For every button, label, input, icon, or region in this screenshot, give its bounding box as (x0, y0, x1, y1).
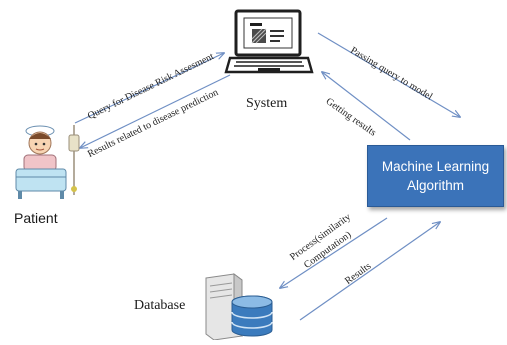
arrow-results (299, 222, 440, 321)
machine-learning-label: Machine Learning Algorithm (381, 159, 490, 193)
laptop-icon (224, 9, 314, 74)
database-server-icon (205, 273, 273, 340)
machine-learning-box: Machine Learning Algorithm (367, 145, 504, 207)
arrow-getting-results (322, 72, 411, 141)
arrow-results-prediction (80, 74, 231, 148)
arrow-process (280, 217, 388, 288)
arrow-passing-query (317, 32, 460, 117)
arrow-query (74, 53, 224, 124)
system-label: System (246, 96, 288, 111)
patient-label: Patient (14, 210, 58, 226)
database-label: Database (134, 298, 186, 313)
patient-icon (15, 125, 80, 199)
